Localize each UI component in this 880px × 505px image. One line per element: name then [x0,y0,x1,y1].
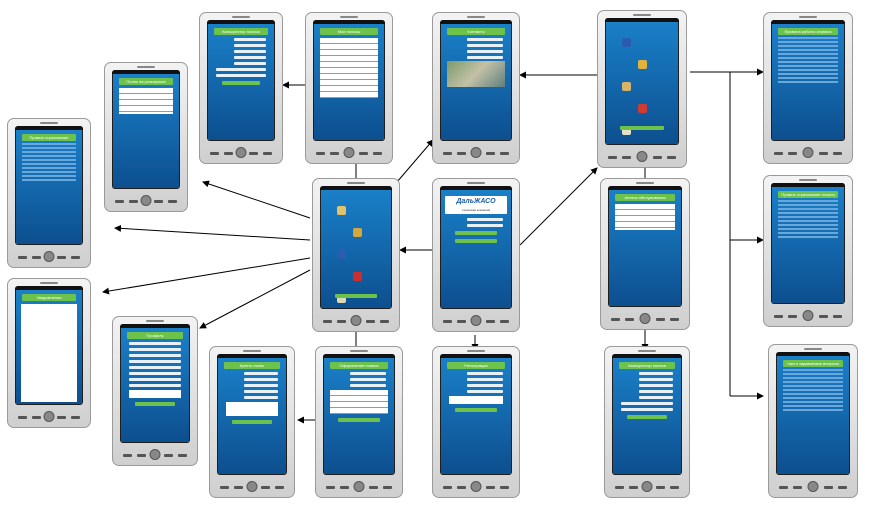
phone-profile: Профиль [112,316,198,466]
screen-header: Правила работы сервиса [778,28,838,35]
screen-header: Купить полис [224,362,280,369]
earpiece [40,122,58,124]
arrow-main-to-contacts [396,139,434,183]
arrow-main-to-help [114,224,311,241]
phone-register: Регистрация [432,346,520,498]
screen-header: Регистрация [447,362,505,369]
coins-icon [353,228,362,237]
phone-faq: Прямое страхование полиса [763,175,853,327]
screen-header: Полис на розыгрыше [119,78,173,85]
phone-questions: Часто задаваемые вопросы [768,344,858,498]
no-entry-icon [353,272,362,281]
doc-icon [622,126,631,135]
phone-calc-2: Купить полис [209,346,295,498]
screen-header: Прямое страхование полиса [778,191,838,198]
arrow-main-to-policy-sim [202,180,311,219]
arrow-login-to-main-menu-2 [519,167,598,246]
phone-notices: Уведомления [7,278,91,428]
screen-header: Контакты [447,28,505,35]
screen-header: Оформление полиса [330,362,388,369]
phone-calc-3: Калькулятор полиса [604,346,690,498]
screen-header: Часто задаваемые вопросы [783,360,843,367]
screen-header: Уведомления [22,294,76,301]
phone-contacts: Контакты [432,12,520,164]
arrow-main-to-notices [102,257,311,295]
arrow-main-to-profile [199,269,311,329]
tiles-icon [638,104,647,113]
screen-header: Калькулятор полиса [214,28,268,35]
trackball [43,251,55,262]
phone-agents: Агенты обслуживания [600,178,690,330]
book-icon [337,250,346,259]
phone-pay-calc: Оформление полиса [315,346,403,498]
phone-my-policies: Мои полисы [305,12,393,164]
screen-header: Профиль [127,332,183,339]
phone-main-menu-2 [597,10,687,168]
screen-header: Калькулятор полиса [619,362,675,369]
screen-header: Прямое страхование [22,134,76,141]
screen: Прямое страхование [15,126,83,245]
book-icon [622,82,631,91]
phone-help: Прямое страхование [7,118,91,268]
folder-icon [638,60,647,69]
edit-icon [337,206,346,215]
screen-header: Агенты обслуживания [615,194,675,201]
phone-main-menu [312,178,400,332]
phone-calc-1: Калькулятор полиса [199,12,283,164]
phone-policy-sim: Полис на розыгрыше [104,62,188,212]
help-icon [622,38,631,47]
cart-icon [337,294,346,303]
screen-header: Мои полисы [320,28,378,35]
phone-rules: Правила работы сервиса [763,12,853,164]
map-thumbnail [447,61,505,87]
